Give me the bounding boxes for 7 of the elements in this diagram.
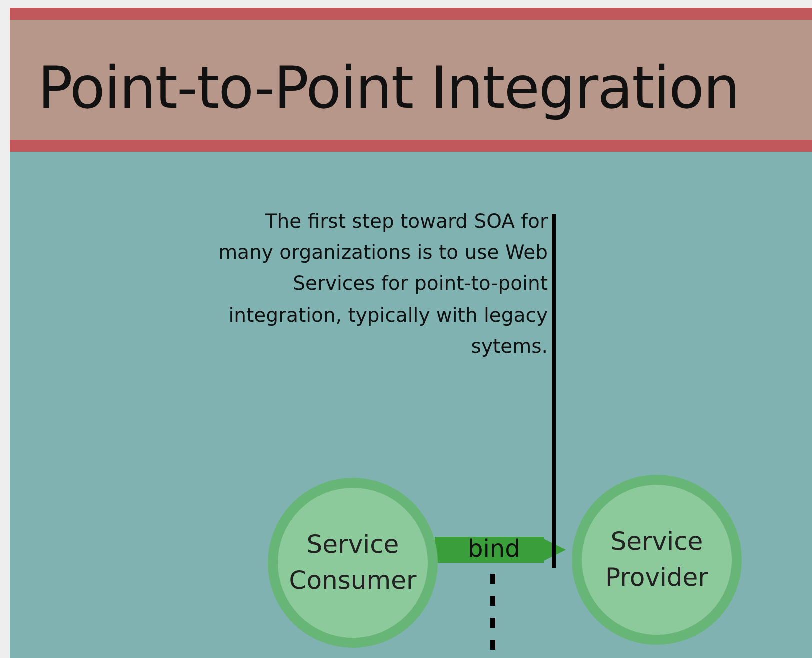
- edge-label: bind: [468, 537, 520, 561]
- description-text: The first step toward SOA for many organizations is to use Web Services for point-to-point integration, typically with legacy sytems.: [210, 206, 548, 362]
- service-circle: Service Provider: [572, 475, 742, 645]
- leader-line: [552, 214, 556, 568]
- title: Point-to-Point Integration: [38, 54, 740, 122]
- service-circle: Service Consumer: [268, 478, 438, 648]
- bind-arrow: [435, 537, 566, 563]
